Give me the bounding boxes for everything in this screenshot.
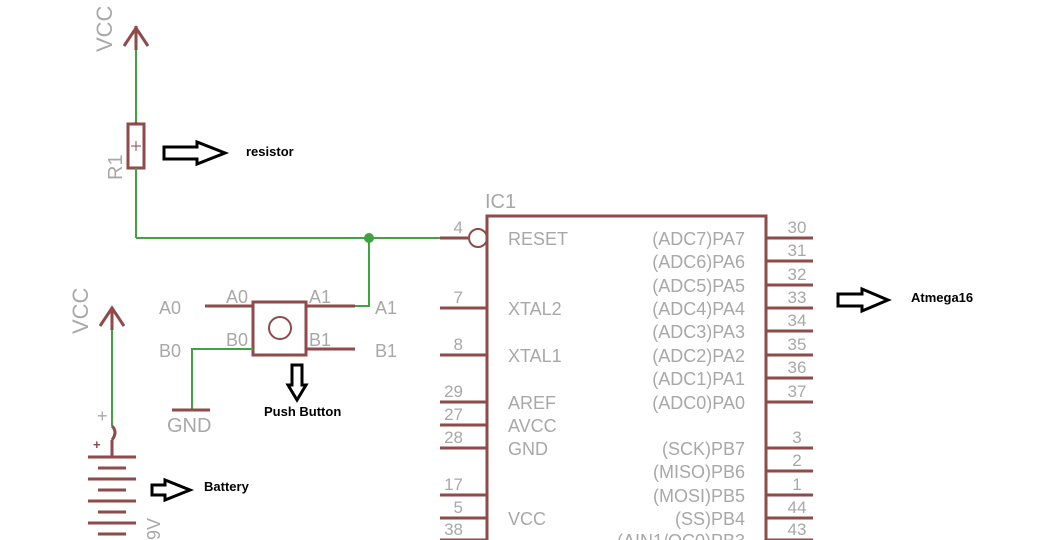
ic-right-pin-number: 3 [792, 428, 801, 447]
button-b0-outer: B0 [159, 341, 181, 361]
vcc-left-symbol [98, 305, 126, 330]
ic-body [485, 214, 768, 540]
battery-plus-outer: + [97, 406, 108, 426]
ic-right-pin-number: 37 [788, 382, 807, 401]
ic-right-pin-number: 35 [788, 335, 807, 354]
ic-right-pin-number: 2 [792, 451, 801, 470]
battery-annotation-arrow [150, 477, 195, 503]
ic-left-pin-name: AVCC [508, 416, 557, 436]
ic-right-pin-name: (ADC7)PA7 [652, 229, 745, 249]
ic-left-pin-number: 38 [444, 520, 463, 539]
ground-label: GND [167, 415, 211, 437]
button-a1-inner: A1 [309, 287, 331, 307]
ic-right-pin-name: (ADC5)PA5 [652, 276, 745, 296]
ic-annotation-arrow [836, 286, 892, 314]
ic-right-pin-name: (MISO)PB6 [653, 462, 745, 482]
battery-annotation: Battery [204, 479, 250, 494]
ic-left-pin-name: XTAL1 [508, 346, 562, 366]
ic-right-pin-number: 1 [792, 475, 801, 494]
ic-right-pin-number: 33 [788, 288, 807, 307]
ic-right-pin-name: (ADC0)PA0 [652, 393, 745, 413]
button-a0-outer: A0 [159, 298, 181, 318]
ic-right-pins: 30(ADC7)PA731(ADC6)PA632(ADC5)PA533(ADC4… [617, 218, 813, 540]
ic-right-pin-number: 30 [788, 218, 807, 237]
ic-left-pin-number: 5 [454, 498, 463, 517]
battery-voltage-label: 9V [144, 518, 164, 540]
ic-left-pin-number: 29 [444, 382, 463, 401]
ic-left-pin-name: RESET [508, 229, 568, 249]
ic-right-pin-name: (ADC1)PA1 [652, 369, 745, 389]
wire-junction-to-a1 [355, 238, 370, 307]
ic-left-pin-name: GND [508, 439, 548, 459]
battery-symbol [88, 424, 136, 536]
ic-left-pin-number: 7 [454, 288, 463, 307]
resistor-annotation-arrow [162, 139, 230, 167]
vcc-top-symbol [122, 25, 150, 50]
vcc-left-label: VCC [68, 287, 93, 334]
button-b1-inner: B1 [309, 330, 331, 350]
ic-right-pin-name: (SCK)PB7 [662, 439, 745, 459]
ic-right-pin-name: (MOSI)PB5 [653, 486, 745, 506]
ic-left-pin-name: AREF [508, 393, 556, 413]
ic-right-pin-name: (AIN1/OC0)PB3 [617, 531, 745, 540]
ic-left-pin-number: 8 [454, 335, 463, 354]
ic-left-pin-number: 17 [444, 475, 463, 494]
ic-left-pin-name: VCC [508, 509, 546, 529]
resistor-r1 [126, 122, 146, 170]
ic-left-pin-number: 28 [444, 428, 463, 447]
ic-right-pin-number: 32 [788, 265, 807, 284]
ic-right-pin-number: 36 [788, 358, 807, 377]
ic-right-pin-number: 34 [788, 311, 807, 330]
battery-plus-inner: + [93, 437, 101, 452]
ic-right-pin-number: 43 [788, 520, 807, 539]
ic-right-pin-name: (ADC2)PA2 [652, 346, 745, 366]
ic-pin-inversion-bubble [468, 228, 488, 248]
wire-b0-to-ground [191, 348, 253, 410]
vcc-top-label: VCC [92, 5, 117, 52]
ic-right-pin-name: (ADC4)PA4 [652, 299, 745, 319]
ic-annotation: Atmega16 [911, 290, 973, 305]
ic-left-pin-number: 27 [444, 405, 463, 424]
ic-right-pin-number: 31 [788, 241, 807, 260]
ic-ref-label: IC1 [485, 191, 516, 213]
push-button-symbol [205, 300, 355, 357]
ic-right-pin-name: (SS)PB4 [675, 509, 745, 529]
resistor-ref-label: R1 [105, 154, 127, 180]
ic-left-pin-number: 4 [454, 218, 463, 237]
resistor-annotation: resistor [246, 144, 294, 159]
ic-right-pin-number: 44 [788, 498, 807, 517]
button-annotation-arrow [285, 363, 309, 403]
button-b0-inner: B0 [226, 330, 248, 350]
button-annotation: Push Button [264, 404, 341, 419]
ic-left-pin-name: XTAL2 [508, 299, 562, 319]
ic-right-pin-name: (ADC6)PA6 [652, 252, 745, 272]
button-b1-outer: B1 [375, 341, 397, 361]
button-a1-outer: A1 [375, 298, 397, 318]
button-a0-inner: A0 [226, 287, 248, 307]
ic-right-pin-name: (ADC3)PA3 [652, 322, 745, 342]
